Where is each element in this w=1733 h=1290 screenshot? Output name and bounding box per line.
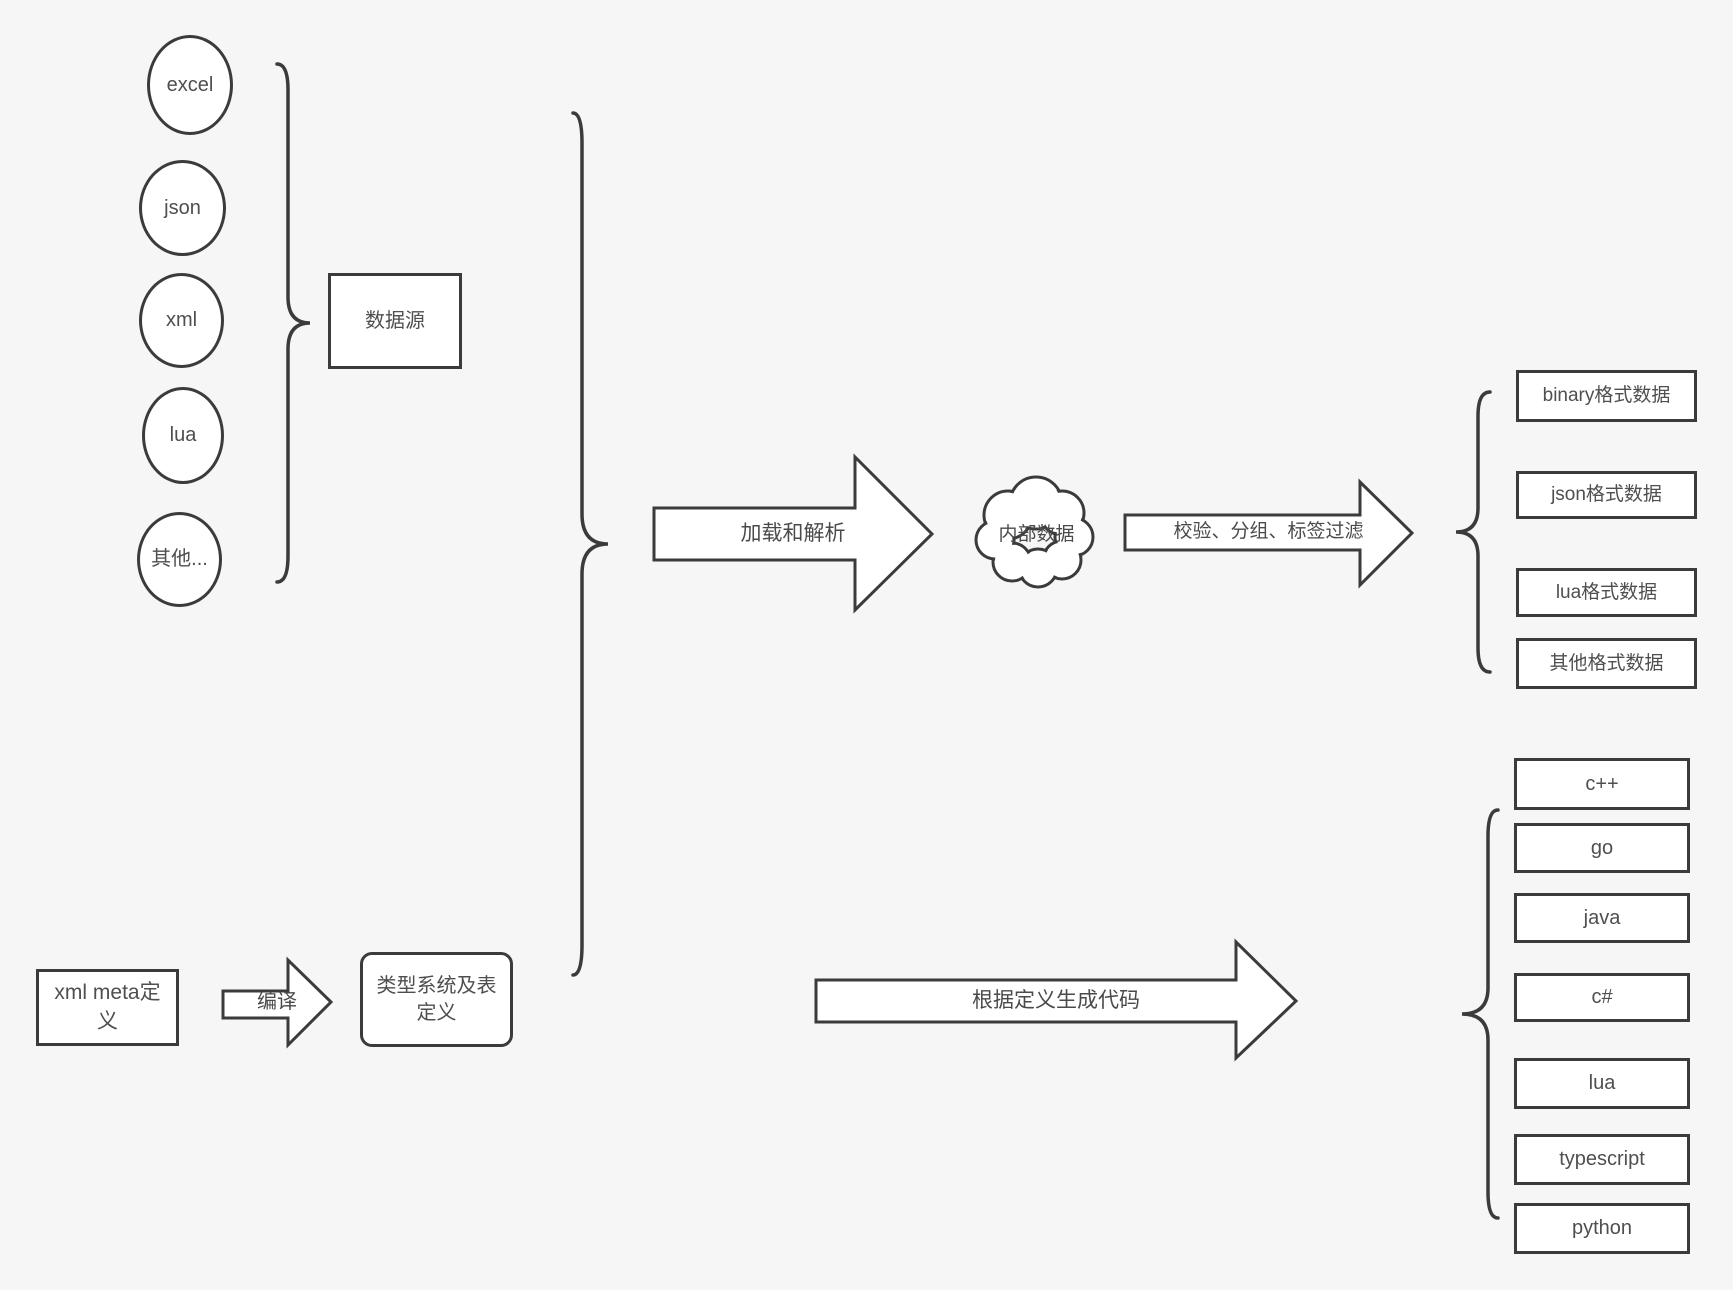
source-ellipse-lua: lua (142, 387, 224, 484)
language-box-java: java (1514, 893, 1690, 943)
source-ellipse-json: json (139, 160, 226, 256)
language-box-csharp: c# (1514, 973, 1690, 1022)
source-ellipse-other: 其他... (137, 512, 222, 607)
output-label: binary格式数据 (1542, 385, 1671, 407)
internal-data-cloud (974, 475, 1095, 589)
source-label: xml (165, 309, 198, 331)
brace-sources (275, 62, 311, 584)
source-label: lua (169, 424, 197, 446)
type-system-label: 类型系统及表定义 (376, 974, 497, 1024)
language-box-python: python (1514, 1203, 1690, 1254)
language-box-lua: lua (1514, 1058, 1690, 1109)
output-label: 其他格式数据 (1549, 652, 1664, 674)
language-label: python (1571, 1217, 1633, 1239)
language-label: java (1583, 906, 1621, 929)
load-parse-arrow (652, 453, 935, 614)
output-box-json: json格式数据 (1516, 471, 1697, 519)
xml-meta-box: xml meta定义 (36, 969, 179, 1046)
output-box-lua: lua格式数据 (1516, 568, 1697, 617)
language-label: typescript (1559, 1148, 1645, 1170)
language-label: go (1590, 836, 1614, 859)
data-source-box: 数据源 (328, 273, 462, 369)
compile-arrow (221, 956, 334, 1049)
type-system-box: 类型系统及表定义 (360, 952, 513, 1047)
brace-data-outputs (1455, 390, 1492, 674)
data-source-label: 数据源 (365, 309, 425, 332)
xml-meta-label: xml meta定义 (54, 981, 161, 1033)
source-label: json (164, 196, 201, 219)
output-label: lua格式数据 (1555, 581, 1658, 603)
source-ellipse-excel: excel (147, 35, 233, 135)
brace-languages (1461, 808, 1500, 1220)
filter-arrow (1123, 478, 1415, 589)
source-label: 其他... (151, 548, 208, 570)
output-box-other: 其他格式数据 (1516, 638, 1697, 689)
language-box-go: go (1514, 823, 1690, 873)
language-label: c++ (1585, 772, 1619, 795)
codegen-arrow (814, 938, 1299, 1062)
output-box-binary: binary格式数据 (1516, 370, 1697, 422)
source-ellipse-xml: xml (139, 273, 224, 368)
language-label: c# (1591, 986, 1613, 1008)
brace-inputs (571, 111, 609, 977)
output-label: json格式数据 (1551, 484, 1662, 506)
source-label: excel (166, 73, 214, 96)
language-box-cpp: c++ (1514, 758, 1690, 810)
language-box-typescript: typescript (1514, 1134, 1690, 1185)
language-label: lua (1588, 1072, 1616, 1094)
